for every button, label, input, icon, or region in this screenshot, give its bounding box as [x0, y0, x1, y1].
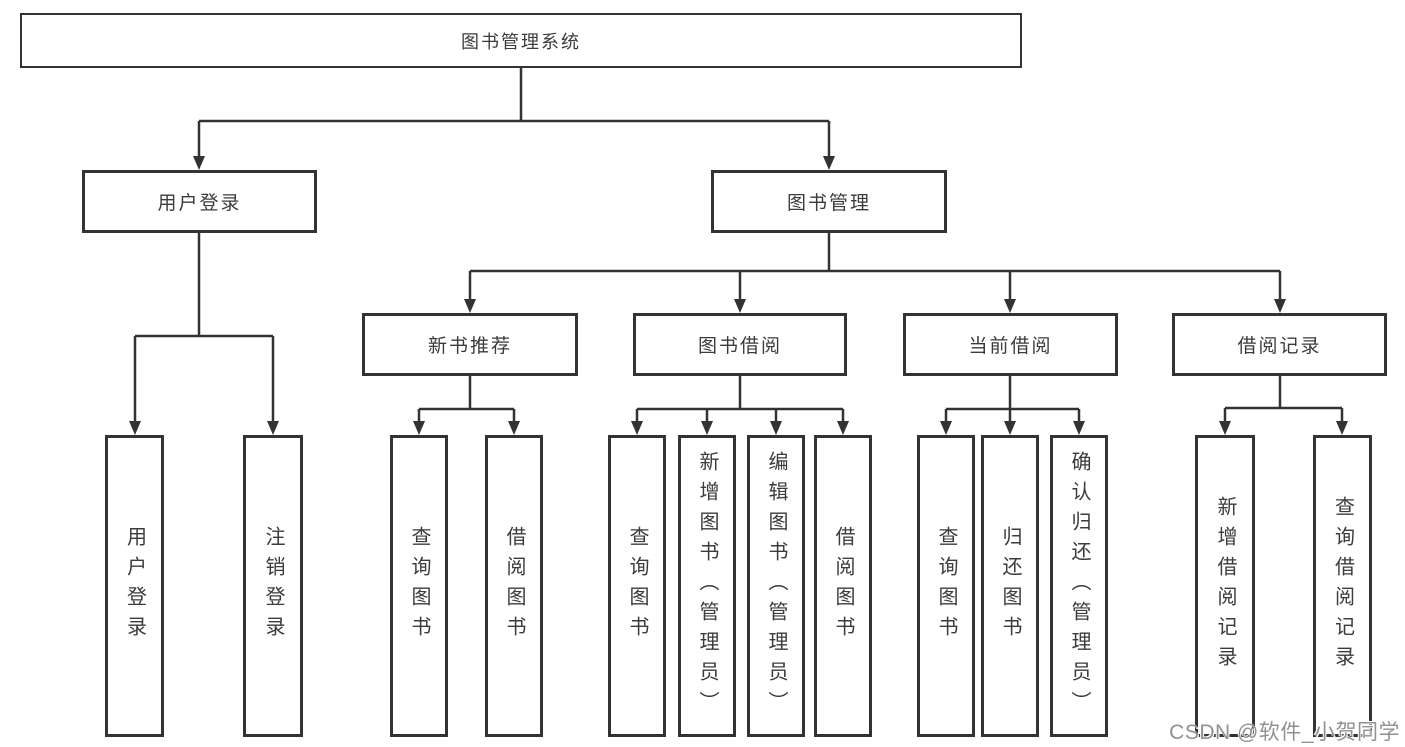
leaf-add-borrow-record: 新增借阅记录: [1195, 435, 1255, 737]
arrowhead-icon: [940, 421, 952, 435]
node-book-borrow: 图书借阅: [633, 313, 847, 376]
arrowhead-icon: [1274, 299, 1286, 313]
leaf-return-books: 归还图书: [981, 435, 1039, 737]
arrowhead-icon: [823, 156, 835, 170]
arrowhead-icon: [631, 421, 643, 435]
node-book-management: 图书管理: [711, 170, 947, 233]
arrowhead-icon: [1004, 299, 1016, 313]
csdn-watermark: CSDN @软件_小贺同学: [1169, 721, 1400, 744]
leaf-logout: 注销登录: [243, 435, 303, 737]
leaf-query-borrow-record: 查询借阅记录: [1313, 435, 1372, 737]
arrowhead-icon: [464, 299, 476, 313]
arrowhead-icons: [129, 156, 1348, 435]
leaf-borrow-books: 借阅图书: [485, 435, 543, 737]
arrowhead-icon: [1004, 421, 1016, 435]
arrowhead-icon: [1336, 421, 1348, 435]
node-current-borrow: 当前借阅: [903, 313, 1118, 376]
arrowhead-icon: [193, 156, 205, 170]
node-root-system: 图书管理系统: [20, 13, 1022, 68]
arrowhead-icon: [1073, 421, 1085, 435]
leaf-borrow-books: 借阅图书: [814, 435, 872, 737]
node-new-book-recommend: 新书推荐: [362, 313, 578, 376]
leaf-user-login: 用户登录: [105, 435, 164, 737]
leaf-query-books: 查询图书: [917, 435, 975, 737]
arrowhead-icon: [508, 421, 520, 435]
arrowhead-icon: [1219, 421, 1231, 435]
arrowhead-icon: [267, 421, 279, 435]
node-borrow-records: 借阅记录: [1172, 313, 1387, 376]
arrowhead-icon: [837, 421, 849, 435]
node-user-login: 用户登录: [82, 170, 317, 233]
arrowhead-icon: [734, 299, 746, 313]
arrowhead-icon: [701, 421, 713, 435]
leaf-confirm-return-admin: 确认归还（管理员）: [1050, 435, 1108, 737]
leaf-query-books: 查询图书: [608, 435, 666, 737]
arrowhead-icon: [770, 421, 782, 435]
arrowhead-icon: [129, 421, 141, 435]
tree-edges: [133, 68, 1344, 423]
leaf-query-books: 查询图书: [390, 435, 448, 737]
arrowhead-icon: [413, 421, 425, 435]
leaf-edit-books-admin: 编辑图书（管理员）: [747, 435, 805, 737]
leaf-add-books-admin: 新增图书（管理员）: [678, 435, 736, 737]
